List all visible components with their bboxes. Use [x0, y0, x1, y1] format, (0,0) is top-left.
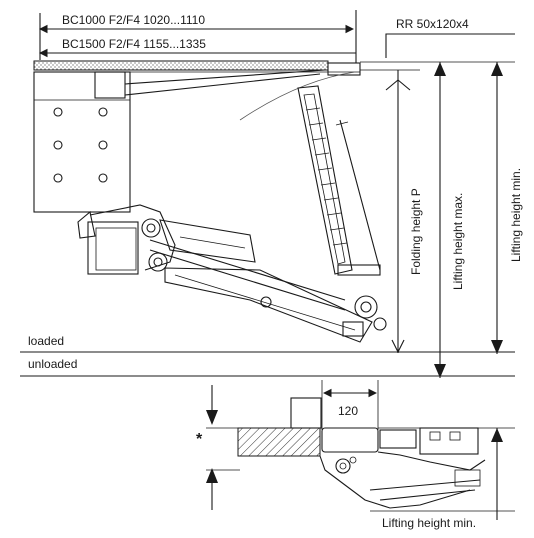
height-dimensions: Folding height P Lifting height max. Lif…: [360, 61, 523, 378]
label-unloaded: unloaded: [28, 357, 77, 371]
platform-deck: [33, 60, 329, 71]
label-bc1500: BC1500 F2/F4 1155...1335: [62, 37, 206, 51]
chassis-section-hatched: [237, 427, 321, 457]
chassis-bolts: [53, 107, 108, 183]
hydraulic-cylinder: [149, 239, 346, 301]
swing-arc: [239, 71, 356, 121]
rr-leader-line: [385, 33, 515, 58]
label-lifting-max: Lifting height max.: [451, 193, 465, 290]
label-120: 120: [338, 404, 358, 418]
label-rr: RR 50x120x4: [396, 17, 469, 31]
platform-tip: [327, 62, 361, 76]
rr-profile: [321, 427, 379, 453]
lift-mechanism: [77, 204, 387, 343]
label-asterisk: *: [196, 431, 203, 448]
chassis-frame: [33, 71, 131, 213]
pivot-lower: [148, 252, 168, 272]
crossmember-block: [94, 71, 126, 99]
pivot-upper: [141, 218, 161, 238]
label-lifting-min-detail: Lifting height min.: [382, 516, 476, 530]
pivot-end: [354, 295, 378, 319]
label-folding-height: Folding height P: [409, 188, 423, 275]
detail-view: 120 * Lifting height min.: [196, 380, 515, 530]
lower-arm: [164, 267, 373, 343]
vehicle-chassis: [33, 60, 361, 213]
label-bc1000: BC1000 F2/F4 1020...1110: [62, 13, 205, 27]
ground-lines: loaded unloaded: [20, 334, 515, 377]
top-dimensions: BC1000 F2/F4 1020...1110 BC1500 F2/F4 11…: [38, 10, 515, 63]
folded-platform: [297, 85, 381, 276]
upper-arm: [159, 219, 256, 263]
mount-bracket: [87, 221, 139, 275]
label-loaded: loaded: [28, 334, 64, 348]
label-lifting-min: Lifting height min.: [509, 168, 523, 262]
